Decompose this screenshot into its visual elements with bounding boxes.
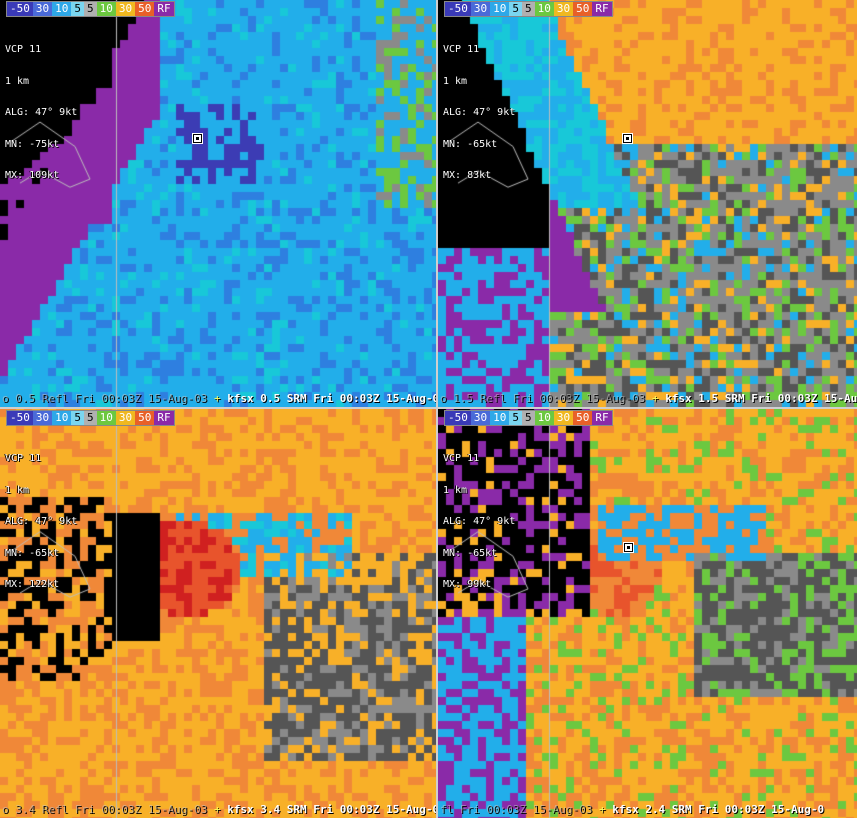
panel-caption: o 1.5 Refl Fri 00:03Z 15-Aug-03 + kfsx 1…	[440, 392, 857, 405]
info-min-velocity: MN: -65kt	[443, 547, 498, 559]
panel-info: VCP 11 1 km ALG: 47° 9kt MN: -65kt MX: 9…	[443, 433, 515, 612]
panel-caption: fl Fri 00:03Z 15-Aug-03 + kfsx 2.4 SRM F…	[440, 803, 824, 816]
info-max-velocity: MX: 122kt	[5, 579, 60, 590]
colorbar-segment: 5	[522, 2, 535, 16]
info-max-velocity: MX: 83kt	[443, 170, 492, 181]
mesocyclone-marker-icon[interactable]	[623, 542, 634, 553]
info-storm-motion: ALG: 47° 9kt	[443, 516, 516, 527]
mesocyclone-marker-icon[interactable]	[622, 133, 633, 144]
panel-info: VCP 11 1 km ALG: 47° 9kt MN: -75kt MX: 1…	[5, 24, 77, 203]
caption-plus: +	[213, 803, 221, 816]
colorbar-segment: -50	[445, 411, 471, 425]
colorbar-segment: 10	[96, 2, 116, 16]
colorbar-segment: 10	[52, 411, 72, 425]
colorbar-segment: 5	[84, 411, 97, 425]
caption-primary: kfsx 3.4 SRM Fri 00:03Z 15-Aug-03	[227, 803, 436, 816]
caption-secondary: o 1.5 Refl Fri 00:03Z 15-Aug-03	[440, 392, 646, 405]
caption-plus: +	[598, 803, 606, 816]
info-max-velocity: MX: 109kt	[5, 170, 60, 181]
colorbar-segment: 10	[534, 411, 554, 425]
colorbar-segment: 30	[115, 411, 136, 425]
info-resolution: 1 km	[443, 484, 468, 496]
info-resolution: 1 km	[443, 75, 468, 87]
info-min-velocity: MN: -65kt	[5, 547, 60, 559]
colorbar-segment: 30	[32, 411, 53, 425]
colorbar-segment: 30	[32, 2, 53, 16]
colorbar-segment: 10	[534, 2, 554, 16]
colorbar-segment: 10	[96, 411, 116, 425]
caption-plus: +	[213, 392, 221, 405]
caption-secondary: fl Fri 00:03Z 15-Aug-03	[440, 803, 593, 816]
caption-primary: kfsx 2.4 SRM Fri 00:03Z 15-Aug-0	[612, 803, 825, 816]
caption-primary: kfsx 1.5 SRM Fri 00:03Z 15-Aug-0	[665, 392, 857, 405]
info-storm-motion: ALG: 47° 9kt	[5, 107, 78, 118]
colorbar-segment: 5	[509, 411, 522, 425]
info-storm-motion: ALG: 47° 9kt	[443, 107, 516, 118]
colorbar-segment: RF	[592, 2, 612, 16]
colorbar-segment: 5	[71, 411, 84, 425]
info-vcp: VCP 11	[5, 44, 42, 55]
caption-plus: +	[651, 392, 659, 405]
caption-primary: kfsx 0.5 SRM Fri 00:03Z 15-Aug-03	[227, 392, 436, 405]
info-resolution: 1 km	[5, 484, 30, 496]
velocity-field	[438, 0, 857, 407]
colorbar-segment: RF	[154, 411, 174, 425]
colorbar-segment: -50	[7, 2, 33, 16]
colorbar-segment: 30	[470, 411, 491, 425]
colorbar-segment: RF	[592, 411, 612, 425]
colorbar-segment: 30	[553, 2, 574, 16]
mesocyclone-marker-icon[interactable]	[192, 133, 203, 144]
colorbar-segment: 50	[573, 411, 593, 425]
panel-divider-vertical[interactable]	[436, 0, 438, 818]
colorbar-segment: 5	[84, 2, 97, 16]
velocity-field	[438, 409, 857, 818]
info-min-velocity: MN: -75kt	[5, 138, 60, 150]
panel-divider-horizontal[interactable]	[0, 407, 857, 409]
colorbar-segment: 50	[573, 2, 593, 16]
colorbar-segment: 5	[509, 2, 522, 16]
info-vcp: VCP 11	[443, 44, 480, 55]
info-min-velocity: MN: -65kt	[443, 138, 498, 150]
velocity-field	[0, 0, 436, 407]
panel-info: VCP 11 1 km ALG: 47° 9kt MN: -65kt MX: 8…	[443, 24, 515, 203]
info-vcp: VCP 11	[5, 453, 42, 464]
colorbar-segment: 50	[135, 2, 155, 16]
info-storm-motion: ALG: 47° 9kt	[5, 516, 78, 527]
info-resolution: 1 km	[5, 75, 30, 87]
colorbar-segment: RF	[154, 2, 174, 16]
info-vcp: VCP 11	[443, 453, 480, 464]
colorbar-segment: 30	[115, 2, 136, 16]
colorbar-segment: 10	[490, 2, 510, 16]
colorbar-segment: 5	[71, 2, 84, 16]
caption-secondary: o 0.5 Refl Fri 00:03Z 15-Aug-03	[2, 392, 208, 405]
colorbar-segment: -50	[445, 2, 471, 16]
panel-caption: o 3.4 Refl Fri 00:03Z 15-Aug-03 + kfsx 3…	[2, 803, 436, 816]
colorbar-segment: 30	[553, 411, 574, 425]
info-max-velocity: MX: 99kt	[443, 579, 492, 590]
colorbar-segment: 50	[135, 411, 155, 425]
colorbar-segment: 5	[522, 411, 535, 425]
panel-caption: o 0.5 Refl Fri 00:03Z 15-Aug-03 + kfsx 0…	[2, 392, 436, 405]
velocity-field	[0, 409, 436, 818]
colorbar-segment: 10	[52, 2, 72, 16]
panel-info: VCP 11 1 km ALG: 47° 9kt MN: -65kt MX: 1…	[5, 433, 77, 612]
caption-secondary: o 3.4 Refl Fri 00:03Z 15-Aug-03	[2, 803, 208, 816]
colorbar-segment: 30	[470, 2, 491, 16]
colorbar-segment: -50	[7, 411, 33, 425]
colorbar-segment: 10	[490, 411, 510, 425]
